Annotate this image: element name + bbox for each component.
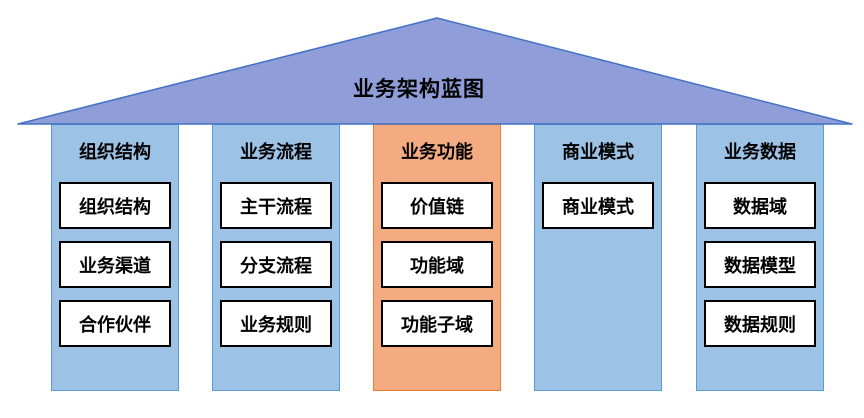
- pillar-box: 分支流程: [220, 241, 332, 288]
- pillar-box: 组织结构: [59, 182, 171, 229]
- pillar-box: 主干流程: [220, 182, 332, 229]
- pillar-box: 数据模型: [704, 241, 816, 288]
- roof-shape: [17, 17, 853, 125]
- pillar-title: 商业模式: [562, 142, 634, 163]
- diagram-title: 业务架构蓝图: [353, 77, 485, 101]
- pillar-title: 业务流程: [240, 142, 312, 163]
- pillar-box: 数据规则: [704, 300, 816, 347]
- pillar-box: 价值链: [381, 182, 493, 229]
- pillar-organization-structure: 组织结构 组织结构 业务渠道 合作伙伴: [51, 124, 179, 391]
- pillar-box: 业务规则: [220, 300, 332, 347]
- pillar-box: 数据域: [704, 182, 816, 229]
- pillar-business-function: 业务功能 价值链 功能域 功能子域: [373, 124, 501, 391]
- pillar-box: 业务渠道: [59, 241, 171, 288]
- roof-triangle: [17, 17, 853, 125]
- pillar-business-process: 业务流程 主干流程 分支流程 业务规则: [212, 124, 340, 391]
- pillar-title: 业务功能: [401, 142, 473, 163]
- pillar-box: 功能子域: [381, 300, 493, 347]
- pillar-title: 组织结构: [79, 142, 151, 163]
- pillar-business-model: 商业模式 商业模式: [534, 124, 662, 391]
- pillar-box: 商业模式: [542, 182, 654, 229]
- pillar-box: 功能域: [381, 241, 493, 288]
- pillar-box: 合作伙伴: [59, 300, 171, 347]
- pillar-business-data: 业务数据 数据域 数据模型 数据规则: [696, 124, 824, 391]
- pillar-title: 业务数据: [724, 142, 796, 163]
